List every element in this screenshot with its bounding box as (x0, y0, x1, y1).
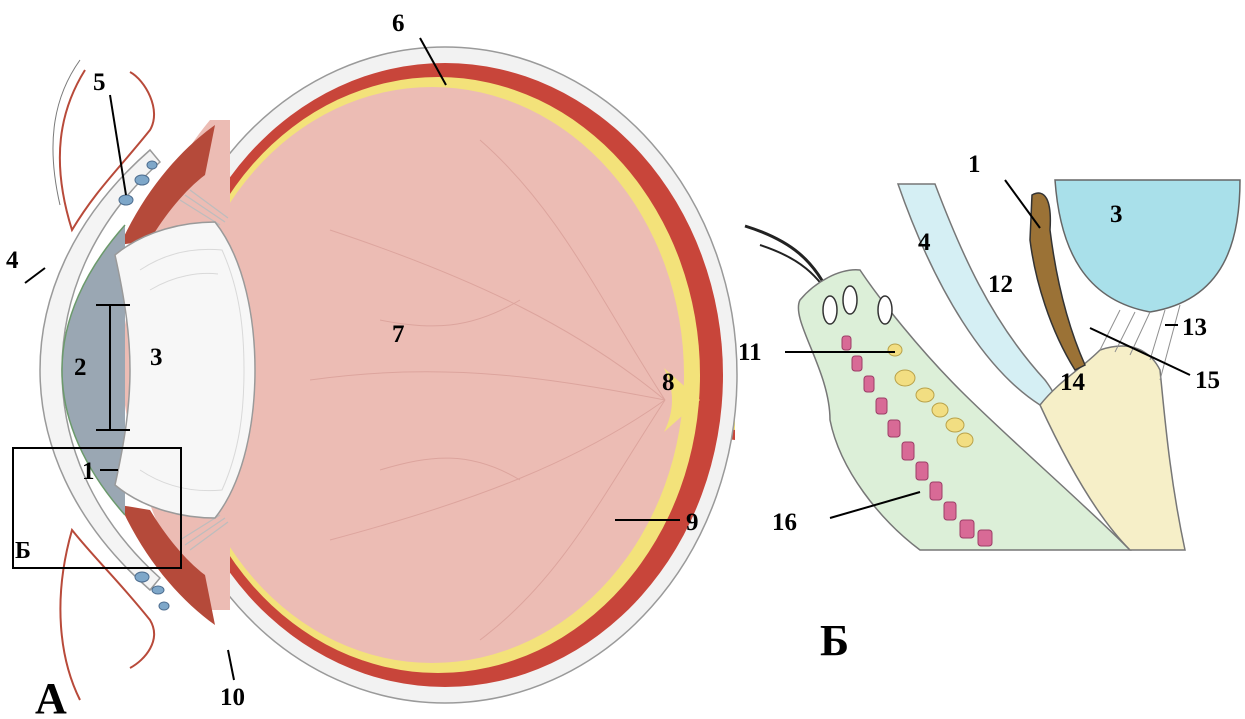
label-a-7: 7 (392, 321, 405, 348)
panel-letter-a: А (35, 674, 67, 719)
label-a-4: 4 (6, 247, 19, 274)
panel-b-detail: 1 3 4 11 12 13 14 15 16 Б (738, 151, 1240, 665)
label-a-1: 1 (82, 458, 95, 485)
panel-a-eyeball: 1 2 3 4 5 6 7 8 9 10 Б А (6, 10, 737, 719)
label-b-1: 1 (968, 151, 981, 178)
upper-eyelid-skin (53, 60, 80, 205)
label-a-9: 9 (686, 509, 699, 536)
panel-letter-b: Б (820, 616, 849, 665)
label-a-6: 6 (392, 10, 405, 37)
label-a-2: 2 (74, 354, 87, 381)
lower-eyelid (60, 530, 154, 700)
label-b-3: 3 (1110, 201, 1123, 228)
leader-5 (110, 95, 126, 195)
label-b-12: 12 (988, 271, 1013, 298)
label-a-3: 3 (150, 344, 163, 371)
label-a-8: 8 (662, 369, 675, 396)
lens (115, 222, 255, 518)
lens-b (1055, 180, 1240, 312)
label-b-11: 11 (738, 339, 762, 366)
label-a-5: 5 (93, 69, 106, 96)
label-b-14: 14 (1060, 369, 1086, 396)
label-b-4: 4 (918, 229, 931, 256)
label-b-15: 15 (1195, 367, 1220, 394)
inset-letter-b: Б (15, 538, 31, 564)
leader-10 (228, 650, 234, 680)
label-b-16: 16 (772, 509, 797, 536)
leader-4 (25, 268, 45, 283)
label-b-13: 13 (1182, 314, 1207, 341)
label-a-10: 10 (220, 684, 245, 711)
